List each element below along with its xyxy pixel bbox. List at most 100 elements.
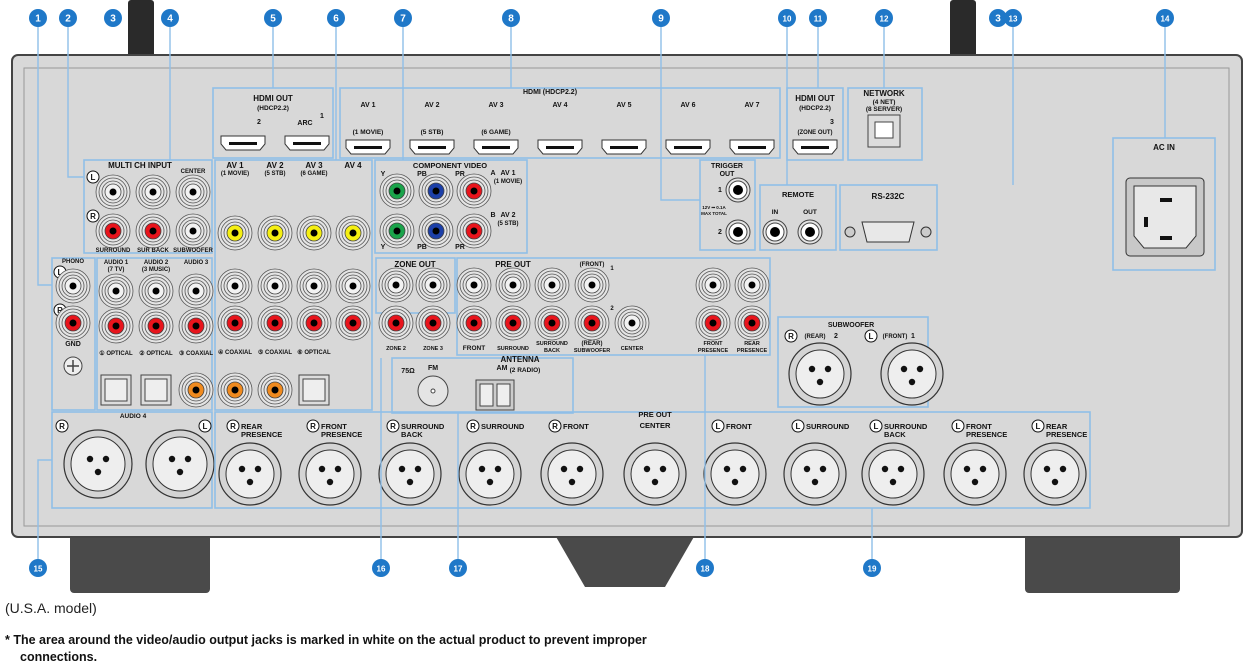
chassis (11, 54, 1243, 538)
label-front: FRONT (966, 422, 992, 431)
label-center: CENTER (621, 346, 644, 352)
callout-badge (502, 9, 520, 27)
callout-number: 11 (814, 15, 823, 24)
mini-jack (725, 177, 751, 203)
xlr-jack (623, 442, 687, 506)
rca-jack (175, 174, 211, 210)
label-av2: AV 2 (424, 102, 439, 109)
callout-badge (1004, 9, 1022, 27)
label-av6: AV 6 (680, 102, 695, 109)
rca-jack (734, 267, 770, 303)
jack-pin (109, 227, 117, 235)
section-outline (214, 411, 1091, 509)
jack-pin (231, 282, 239, 290)
rca-jack (217, 215, 253, 251)
rca-jack (175, 213, 211, 249)
label-opt2: ② OPTICAL (139, 350, 173, 357)
xlr-pin (811, 478, 819, 486)
label-L: L (58, 268, 63, 277)
jack-pin (349, 282, 357, 290)
xlr-pin (979, 465, 987, 473)
label-front: FRONT (321, 422, 347, 431)
jack-pin (189, 227, 197, 235)
jack-pin (271, 282, 279, 290)
rca-jack (378, 267, 414, 303)
label-y: Y (381, 171, 386, 178)
xlr-pin (1051, 478, 1059, 486)
rca-jack (534, 305, 570, 341)
jack-pin (509, 319, 517, 327)
label-av1: AV 1 (226, 161, 244, 170)
xlr-pin (971, 478, 979, 486)
jack-pin (189, 188, 197, 196)
callout-badge (29, 9, 47, 27)
rca-jack (138, 308, 174, 344)
label-hdcp: (HDCP2.2) (257, 105, 289, 112)
label-coax3: ③ COAXIAL (179, 350, 213, 357)
label-fm: FM (428, 365, 438, 372)
label-back: BACK (544, 348, 560, 354)
section-outline (847, 87, 923, 161)
rca-jack (335, 215, 371, 251)
xlr-pin (900, 365, 908, 373)
rca-jack (138, 273, 174, 309)
callout-badge (59, 9, 77, 27)
callout-badge (161, 9, 179, 27)
jack-pin (429, 281, 437, 289)
rca-jack (178, 308, 214, 344)
label-component: COMPONENT VIDEO (413, 161, 487, 170)
label-R: R (470, 422, 476, 431)
label-L: L (796, 422, 801, 431)
rca-jack (415, 267, 451, 303)
jack-pin (429, 319, 437, 327)
label-hdmi_out: HDMI OUT (795, 94, 835, 103)
xlr-pin (560, 465, 568, 473)
xlr-pin (326, 478, 334, 486)
label-am: AM (497, 365, 508, 372)
label-gnd: GND (65, 341, 81, 348)
channel-marker (466, 419, 480, 433)
callout-8: 8 (502, 9, 520, 27)
callout-leader-line (37, 27, 52, 286)
rs232c-port (861, 221, 915, 243)
label-sub_xlr: SUBWOOFER (828, 322, 874, 329)
label-front: FRONT (463, 345, 485, 352)
xlr-jack (788, 342, 852, 406)
xlr-face (868, 449, 918, 499)
ac-ground (1144, 217, 1148, 227)
callout-16: 16 (372, 559, 390, 577)
label-n2: 2 (834, 333, 838, 340)
jack-pin (392, 319, 400, 327)
xlr-face (950, 449, 1000, 499)
xlr-jack (861, 442, 925, 506)
label-presence: PRESENCE (966, 430, 1007, 439)
xlr-pin (184, 455, 192, 463)
label-pb: PB (417, 244, 427, 251)
label-sur_back: SUR BACK (137, 248, 169, 254)
callout-badge (989, 9, 1007, 27)
channel-marker (386, 419, 400, 433)
callout-13: 13 (1004, 9, 1022, 27)
fm-pin (430, 388, 436, 394)
xlr-pin (86, 455, 94, 463)
callout-number: 3 (110, 14, 116, 25)
xlr-pin (168, 455, 176, 463)
jack-pin (271, 386, 279, 394)
xlr-pin (486, 478, 494, 486)
label-center: CENTER (181, 169, 206, 175)
callout-17: 17 (449, 559, 467, 577)
xlr-pin (254, 465, 262, 473)
label-coax5: ⑤ COAXIAL (258, 349, 292, 356)
rca-jack (335, 268, 371, 304)
label-av1: AV 1 (500, 170, 515, 177)
xlr-pin (739, 465, 747, 473)
channel-marker (711, 419, 725, 433)
xlr-pin (406, 478, 414, 486)
rca-jack (296, 215, 332, 251)
rca-jack (257, 215, 293, 251)
xlr-pin (576, 465, 584, 473)
xlr-pin (398, 465, 406, 473)
mini-jack (797, 219, 823, 245)
label-rear_p: (REAR) (582, 341, 603, 347)
label-arc: ARC (297, 120, 312, 127)
